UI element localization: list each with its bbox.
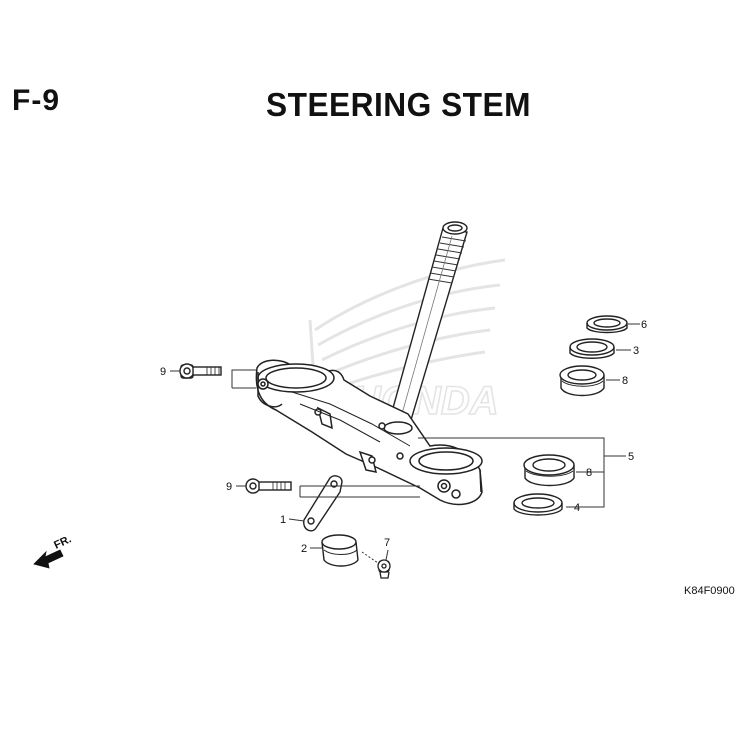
callout-3: 3	[633, 345, 639, 357]
callout-8-lower: 8	[586, 467, 592, 479]
callout-7: 7	[384, 537, 390, 549]
small-screw	[377, 559, 391, 579]
bolt-lower	[245, 478, 292, 494]
callout-9-upper: 9	[160, 366, 166, 378]
page-title: STEERING STEM	[266, 86, 531, 123]
clamp-collar	[321, 534, 359, 567]
direction-label: FR.	[52, 533, 73, 551]
upper-bearing-race	[569, 338, 615, 359]
upper-steering-bearing	[559, 365, 605, 397]
lower-steering-bearing	[523, 454, 575, 487]
lower-bearing-race	[513, 493, 563, 516]
bottom-bridge	[255, 359, 483, 506]
callout-5: 5	[628, 451, 634, 463]
section-code: F-9	[12, 84, 60, 117]
callout-2: 2	[301, 543, 307, 555]
callout-labels: 9 9 1 2 7 6 3 8 5 8 4	[160, 319, 647, 555]
arrow-left-icon	[33, 549, 64, 569]
callout-4: 4	[574, 502, 580, 514]
callout-8-upper: 8	[622, 375, 628, 387]
drawing-code: K84F0900	[684, 585, 735, 597]
bolt-upper	[179, 363, 222, 379]
callout-9-lower: 9	[226, 481, 232, 493]
front-direction-arrow: FR.	[33, 533, 73, 569]
cable-guide-bracket	[303, 475, 343, 532]
leader-lines	[170, 323, 640, 564]
callout-6: 6	[641, 319, 647, 331]
callout-1: 1	[280, 514, 286, 526]
upper-dust-seal	[586, 315, 628, 334]
